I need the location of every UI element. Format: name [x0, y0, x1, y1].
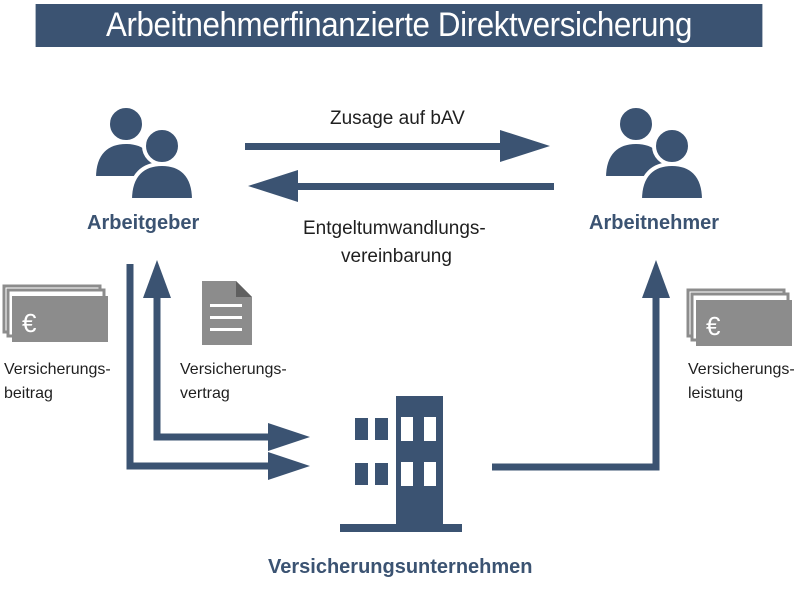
benefit-flow-arrow [492, 260, 670, 471]
benefit-currency-symbol: € [706, 311, 721, 341]
commitment-arrow [245, 130, 550, 162]
employee-label: Arbeitnehmer [589, 212, 720, 234]
insurer-building-icon [340, 396, 462, 532]
premium-flow-arrow [126, 264, 310, 480]
insurer-label: Versicherungsunternehmen [268, 556, 533, 578]
employer-people-icon [92, 104, 196, 202]
benefit-banknotes-icon: € [686, 288, 792, 346]
contract-flow-arrow [143, 260, 310, 451]
contract-label-line1: Versicherungs- [180, 361, 287, 378]
page-title: Arbeitnehmerfinanzierte Direktversicheru… [35, 4, 763, 47]
contract-label-line2: vertrag [180, 385, 230, 402]
contract-document-icon [202, 281, 252, 345]
employer-label: Arbeitgeber [87, 212, 200, 234]
premium-label-line1: Versicherungs- [4, 361, 111, 378]
conversion-label-line2: vereinbarung [341, 246, 452, 267]
premium-label-line2: beitrag [4, 385, 53, 402]
premium-banknotes-icon: € [2, 284, 108, 342]
conversion-label-line1: Entgeltumwandlungs- [303, 218, 486, 239]
conversion-arrow [248, 170, 554, 202]
commitment-label: Zusage auf bAV [330, 108, 465, 129]
benefit-label-line2: leistung [688, 385, 744, 402]
premium-currency-symbol: € [22, 308, 37, 338]
employee-people-icon [602, 104, 706, 202]
benefit-label-line1: Versicherungs- [688, 361, 795, 378]
